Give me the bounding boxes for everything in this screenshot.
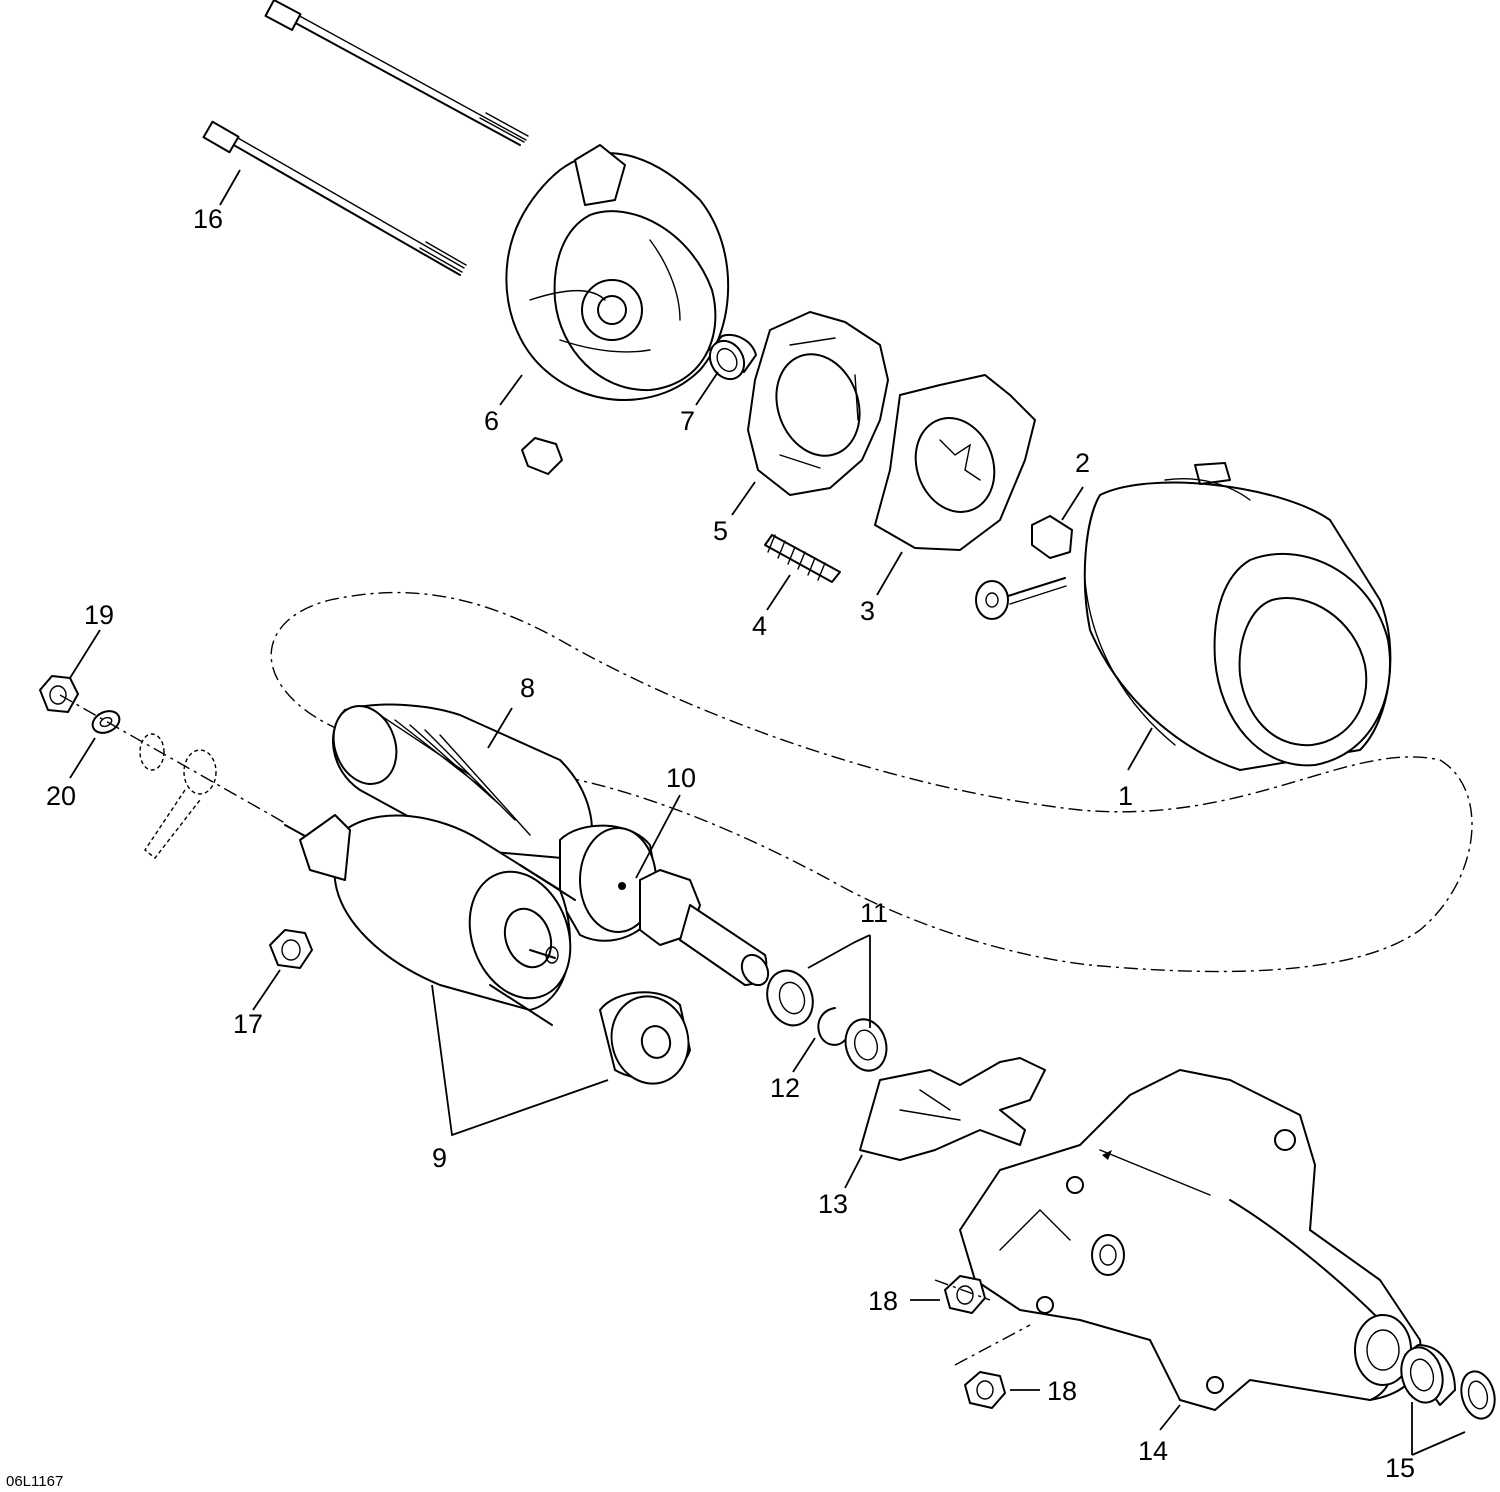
solenoid-nut [269,929,313,969]
assembly-path-line [270,591,1473,973]
callout-5: 5 [713,516,728,546]
stop-collar [766,969,814,1027]
brush-spring [764,534,841,583]
callout-10: 10 [666,763,696,793]
callout-18-lower: 18 [1047,1376,1077,1406]
shift-lever [859,1057,1046,1161]
bushing [708,334,757,381]
thrust-washer [844,1018,888,1072]
drawing-code: 06L1167 [6,1473,63,1490]
through-bolt-lower [202,120,467,276]
snap-ring [817,1007,846,1046]
brush-holder [874,374,1036,551]
cover-clip [521,437,563,475]
callout-18-upper: 18 [868,1286,898,1316]
through-bolt-upper [264,0,529,146]
mounting-nut-upper [944,1275,986,1314]
callout-15: 15 [1385,1453,1415,1483]
callout-16: 16 [193,204,223,234]
callout-17: 17 [233,1009,263,1039]
end-cover [505,144,730,401]
callout-7: 7 [680,406,695,436]
brush-plate-insulator [747,311,889,496]
mounting-nut-lower [964,1371,1006,1409]
callout-4: 4 [752,611,767,641]
callout-14: 14 [1138,1436,1168,1466]
armature [332,703,593,861]
yoke-housing [1083,462,1392,771]
callout-19: 19 [84,600,114,630]
callout-2: 2 [1075,448,1090,478]
callout-11: 11 [860,898,888,928]
callout-13: 13 [818,1189,848,1219]
terminal-bolt [975,515,1073,620]
leader-lines [69,169,1466,1456]
lock-washer [91,710,121,734]
nut-axis-upper [934,1279,991,1301]
drive-assembly [559,824,770,987]
callout-1: 1 [1118,781,1133,811]
callout-3: 3 [860,596,875,626]
callout-20: 20 [46,781,76,811]
plunger-cap [599,991,691,1085]
drive-bushing [1400,1344,1456,1406]
terminal-axis-line [59,694,286,824]
callout-9: 9 [432,1143,447,1173]
terminal-nut [39,675,79,713]
callout-12: 12 [770,1073,800,1103]
callout-8: 8 [520,673,535,703]
nut-axis-lower [954,1324,1031,1366]
drive-housing [959,1069,1422,1411]
callout-6: 6 [484,406,499,436]
drive-washer [1460,1370,1496,1420]
solenoid [284,814,576,1026]
ring-terminal-ghost [139,733,217,859]
